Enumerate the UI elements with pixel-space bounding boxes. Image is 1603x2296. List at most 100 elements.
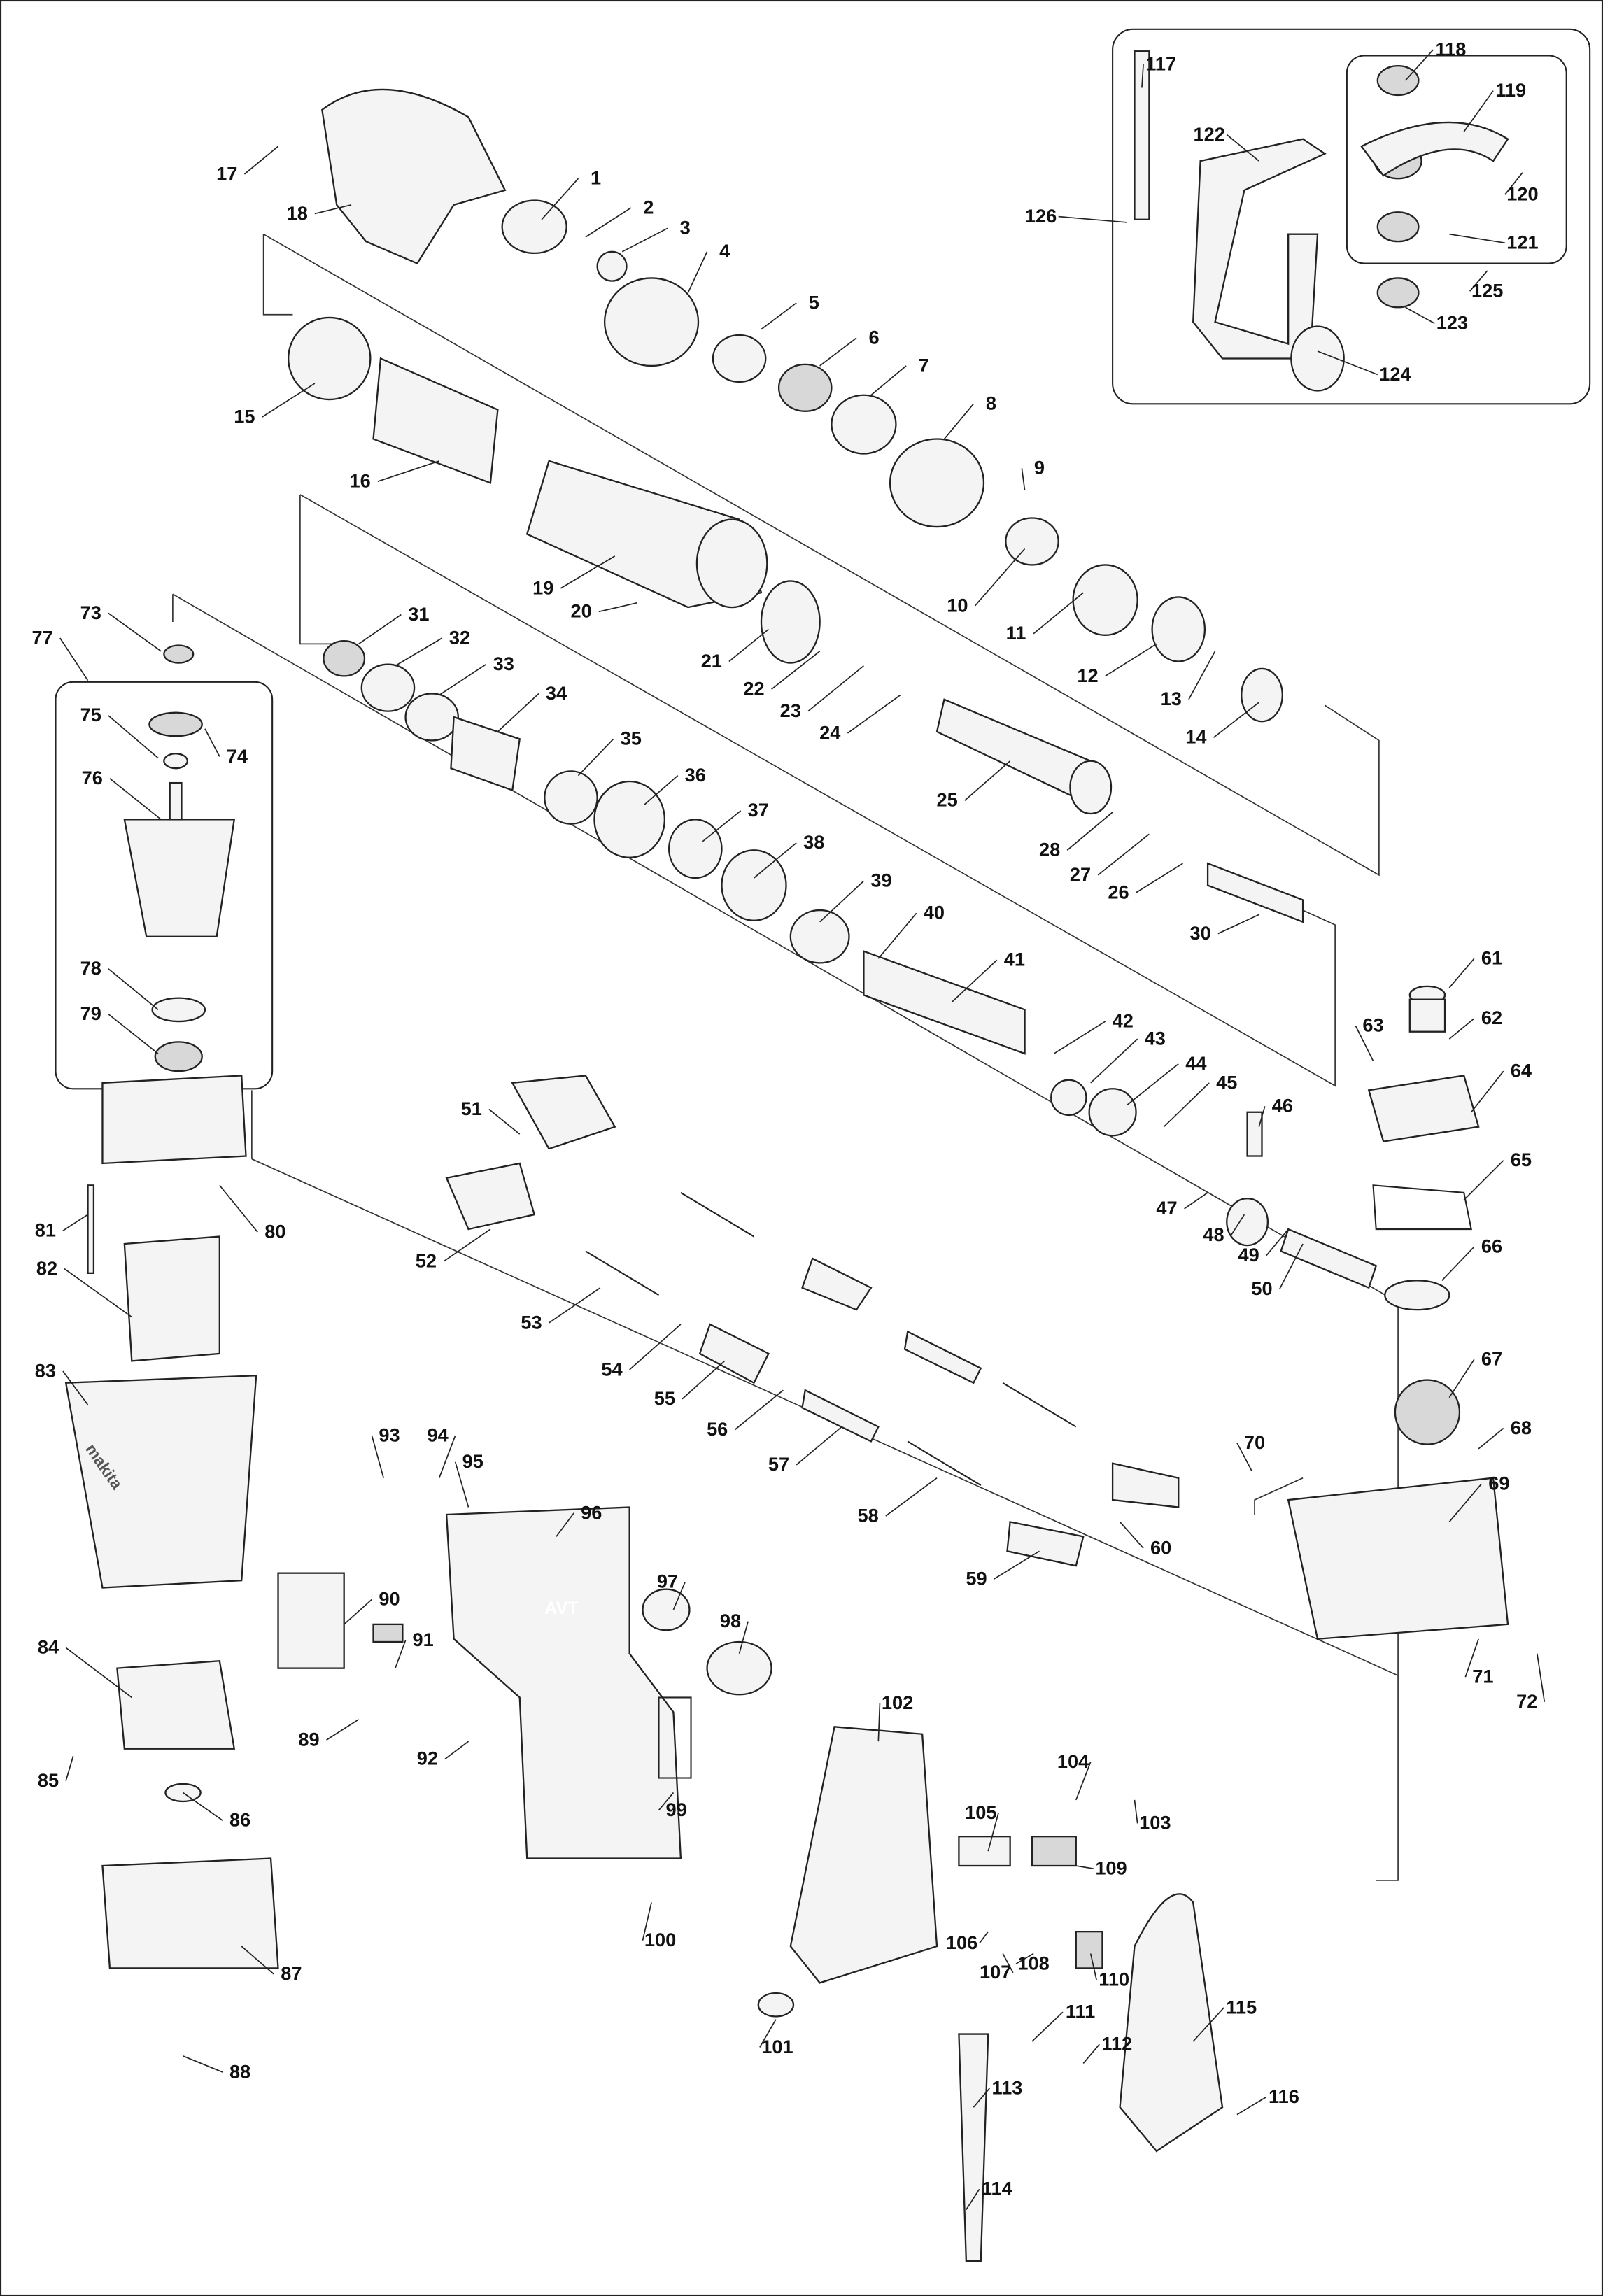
part-label-23: 23 — [780, 700, 801, 721]
leader-lines — [59, 49, 1546, 2211]
leader-line-74 — [204, 728, 220, 757]
leader-line-104 — [1075, 1762, 1092, 1801]
part-label-110: 110 — [1099, 1969, 1129, 1990]
part-label-74: 74 — [227, 745, 248, 767]
part-label-28: 28 — [1039, 839, 1060, 860]
leader-line-8 — [943, 403, 974, 440]
leader-line-37 — [702, 810, 742, 842]
nut-drawing — [1376, 64, 1420, 97]
terminal-drawing — [1031, 1836, 1077, 1867]
part-label-8: 8 — [986, 392, 996, 414]
part-label-2: 2 — [643, 196, 654, 218]
long-bolt-drawing — [1134, 50, 1150, 220]
nut-drawing — [1376, 277, 1420, 309]
connector-drawing — [372, 1623, 404, 1643]
label-drawing — [658, 1696, 692, 1779]
part-label-102: 102 — [882, 1692, 913, 1713]
part-label-4: 4 — [719, 240, 730, 262]
part-label-126: 126 — [1025, 205, 1057, 227]
leader-line-72 — [1537, 1653, 1546, 1702]
part-label-91: 91 — [413, 1629, 434, 1650]
leader-line-41 — [951, 959, 998, 1003]
leader-line-123 — [1405, 306, 1435, 325]
leader-line-117 — [1141, 64, 1144, 88]
part-label-96: 96 — [581, 1501, 602, 1523]
leader-line-14 — [1213, 702, 1259, 738]
part-label-38: 38 — [803, 831, 824, 853]
part-label-124: 124 — [1379, 363, 1411, 385]
leader-line-100 — [642, 1902, 652, 1941]
leader-line-115 — [1192, 2007, 1224, 2042]
leader-line-32 — [395, 637, 443, 667]
leader-line-16 — [377, 460, 439, 482]
leader-line-107 — [1002, 1953, 1014, 1973]
washer-drawing — [163, 753, 188, 770]
part-label-95: 95 — [462, 1450, 483, 1472]
part-label-103: 103 — [1139, 1812, 1171, 1834]
part-label-73: 73 — [80, 602, 101, 623]
gasket-drawing — [1372, 1184, 1472, 1231]
part-label-33: 33 — [493, 653, 514, 674]
leader-line-10 — [974, 548, 1026, 607]
leader-line-46 — [1258, 1106, 1266, 1127]
part-label-50: 50 — [1251, 1277, 1272, 1299]
washer-drawing — [323, 640, 366, 677]
part-label-30: 30 — [1190, 922, 1211, 944]
spring-seat-drawing — [831, 394, 897, 455]
part-label-12: 12 — [1077, 665, 1098, 686]
controller-drawing — [277, 1572, 345, 1669]
leader-line-22 — [771, 651, 821, 690]
leader-line-84 — [65, 1647, 132, 1699]
leader-line-20 — [598, 602, 637, 613]
leader-line-66 — [1441, 1246, 1475, 1281]
leader-line-28 — [1066, 812, 1113, 851]
part-label-111: 111 — [1066, 2001, 1095, 2022]
part-label-57: 57 — [768, 1453, 789, 1475]
leader-line-110 — [1089, 1953, 1097, 1980]
leader-line-65 — [1463, 1160, 1504, 1200]
leader-line-67 — [1448, 1359, 1475, 1398]
leader-line-24 — [847, 694, 901, 734]
accessory-box — [1112, 28, 1591, 405]
part-label-79: 79 — [80, 1002, 101, 1024]
pin-drawing — [903, 1330, 982, 1384]
leader-line-9 — [1021, 468, 1026, 490]
leader-line-82 — [64, 1268, 132, 1318]
cover-drawing — [889, 438, 985, 528]
leader-line-61 — [1448, 958, 1475, 988]
part-label-108: 108 — [1017, 1953, 1049, 1974]
part-label-54: 54 — [601, 1358, 622, 1380]
side-handle-knob-drawing — [1290, 325, 1345, 392]
spring-drawing — [1002, 1382, 1077, 1428]
part-label-39: 39 — [870, 870, 891, 891]
part-label-125: 125 — [1471, 280, 1503, 302]
part-label-115: 115 — [1226, 1996, 1257, 2018]
housing-cover-drawing — [1367, 1075, 1480, 1142]
leader-line-47 — [1184, 1192, 1208, 1210]
bearing-drawing — [404, 693, 460, 742]
leader-line-105 — [987, 1813, 999, 1852]
leader-line-120 — [1504, 172, 1523, 195]
sleeve-drawing — [450, 716, 521, 792]
leader-line-2 — [585, 207, 632, 238]
o-ring-drawing — [544, 770, 598, 825]
part-label-99: 99 — [665, 1799, 686, 1820]
leader-line-18 — [314, 204, 352, 215]
leader-line-44 — [1127, 1063, 1179, 1105]
part-label-67: 67 — [1481, 1348, 1502, 1370]
washer-drawing — [777, 363, 833, 412]
side-handle-drawing — [1192, 138, 1327, 360]
part-label-3: 3 — [680, 217, 691, 239]
spring-drawing — [721, 849, 787, 921]
leader-line-1 — [541, 178, 579, 220]
part-label-42: 42 — [1113, 1009, 1134, 1031]
part-label-56: 56 — [707, 1418, 728, 1440]
part-label-37: 37 — [748, 799, 769, 821]
leader-line-119 — [1463, 90, 1494, 132]
leader-line-125 — [1469, 270, 1488, 292]
spring-drawing — [907, 1440, 982, 1487]
bottom-cover-drawing — [101, 1857, 279, 1969]
part-label-18: 18 — [287, 202, 308, 224]
bearing-drawing — [148, 711, 203, 737]
part-labels: 1234567891011121314151617181920212223242… — [32, 38, 1539, 2199]
